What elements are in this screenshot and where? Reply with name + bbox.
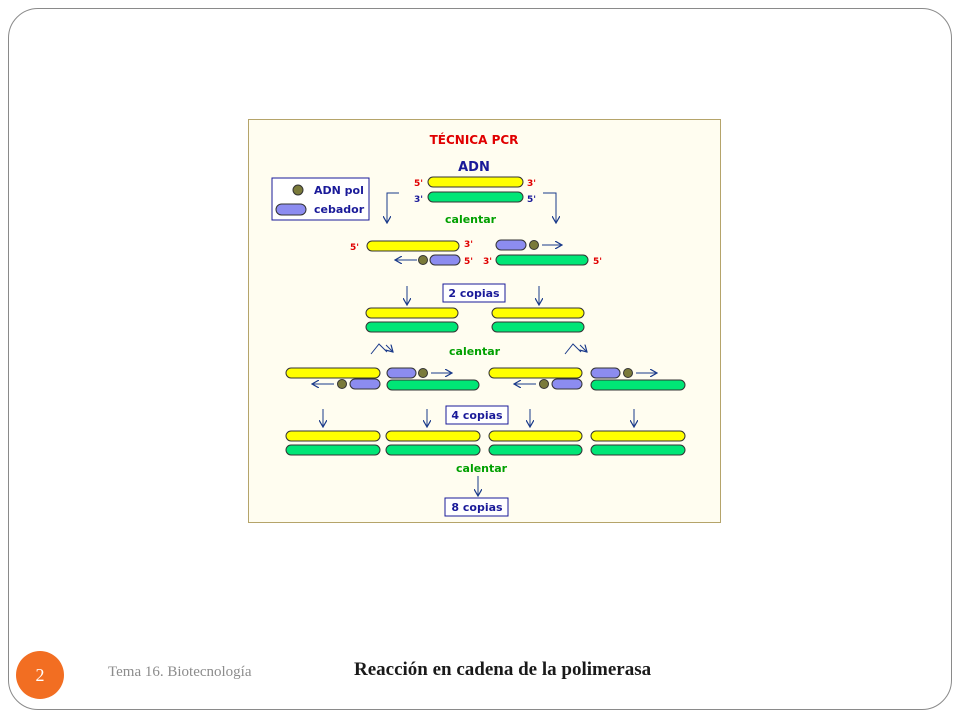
- copies-label: 2 copias: [448, 287, 500, 300]
- legend-polymerase-label: ADN pol: [314, 184, 364, 197]
- complement-strand: [385, 444, 481, 456]
- page-number-badge: 2: [16, 651, 64, 699]
- template-strand: [285, 367, 381, 379]
- end-label: 3': [527, 179, 536, 189]
- template-strand: [491, 307, 585, 319]
- pcr-figure: TÉCNICA PCR ADN ADN pol cebador 5' 3' 3'…: [248, 119, 721, 523]
- copies-label: 4 copias: [451, 409, 503, 422]
- primer-icon: [551, 378, 583, 390]
- template-strand: [385, 430, 481, 442]
- template-strand: [488, 367, 583, 379]
- arrow-icon: [580, 345, 587, 352]
- arrow-icon: [386, 345, 393, 352]
- footer-topic: Tema 16. Biotecnología: [108, 664, 252, 680]
- template-strand: [590, 430, 686, 442]
- heat-label: calentar: [456, 462, 508, 475]
- complement-strand: [491, 321, 585, 333]
- template-strand: [427, 176, 524, 188]
- copies-box: [442, 283, 506, 303]
- heat-label: calentar: [445, 213, 497, 226]
- arrow-icon: [387, 192, 399, 223]
- dna-label: ADN: [458, 160, 490, 175]
- polymerase-icon: [539, 379, 549, 389]
- diagram-title: TÉCNICA PCR: [430, 132, 519, 147]
- template-strand: [366, 240, 460, 252]
- end-label: 5': [464, 257, 473, 267]
- template-strand: [488, 430, 583, 442]
- polymerase-icon: [623, 368, 633, 378]
- end-label: 3': [414, 195, 423, 205]
- slide-title: Reacción en cadena de la polimerasa: [354, 659, 652, 680]
- complement-strand: [427, 191, 524, 203]
- end-label: 5': [527, 195, 536, 205]
- primer-icon: [349, 378, 381, 390]
- heat-label: calentar: [449, 345, 501, 358]
- polymerase-icon: [418, 368, 428, 378]
- primer-icon: [590, 367, 621, 379]
- template-strand: [285, 430, 381, 442]
- template-strand: [365, 307, 459, 319]
- arrow-icon: [543, 192, 556, 223]
- polymerase-icon: [337, 379, 347, 389]
- complement-strand: [488, 444, 583, 456]
- arrow-icon: [370, 343, 388, 355]
- primer-icon: [386, 367, 417, 379]
- end-label: 3': [464, 240, 473, 250]
- end-label: 5': [350, 243, 359, 253]
- copies-label: 8 copias: [451, 501, 503, 514]
- end-label: 5': [414, 179, 423, 189]
- arrow-icon: [564, 343, 582, 355]
- primer-icon: [495, 239, 527, 251]
- primer-icon: [429, 254, 461, 266]
- polymerase-icon: [292, 184, 304, 196]
- copies-box: [445, 405, 509, 425]
- polymerase-icon: [418, 255, 428, 265]
- copies-box: [444, 497, 509, 517]
- complement-strand: [365, 321, 459, 333]
- polymerase-icon: [529, 240, 539, 250]
- end-label: 5': [593, 257, 602, 267]
- complement-strand: [495, 254, 589, 266]
- primer-icon: [275, 203, 307, 216]
- complement-strand: [590, 444, 686, 456]
- complement-strand: [386, 379, 480, 391]
- legend-primer-label: cebador: [314, 203, 365, 216]
- complement-strand: [590, 379, 686, 391]
- complement-strand: [285, 444, 381, 456]
- end-label: 3': [483, 257, 492, 267]
- pcr-diagram: TÉCNICA PCR ADN ADN pol cebador 5' 3' 3'…: [271, 132, 686, 517]
